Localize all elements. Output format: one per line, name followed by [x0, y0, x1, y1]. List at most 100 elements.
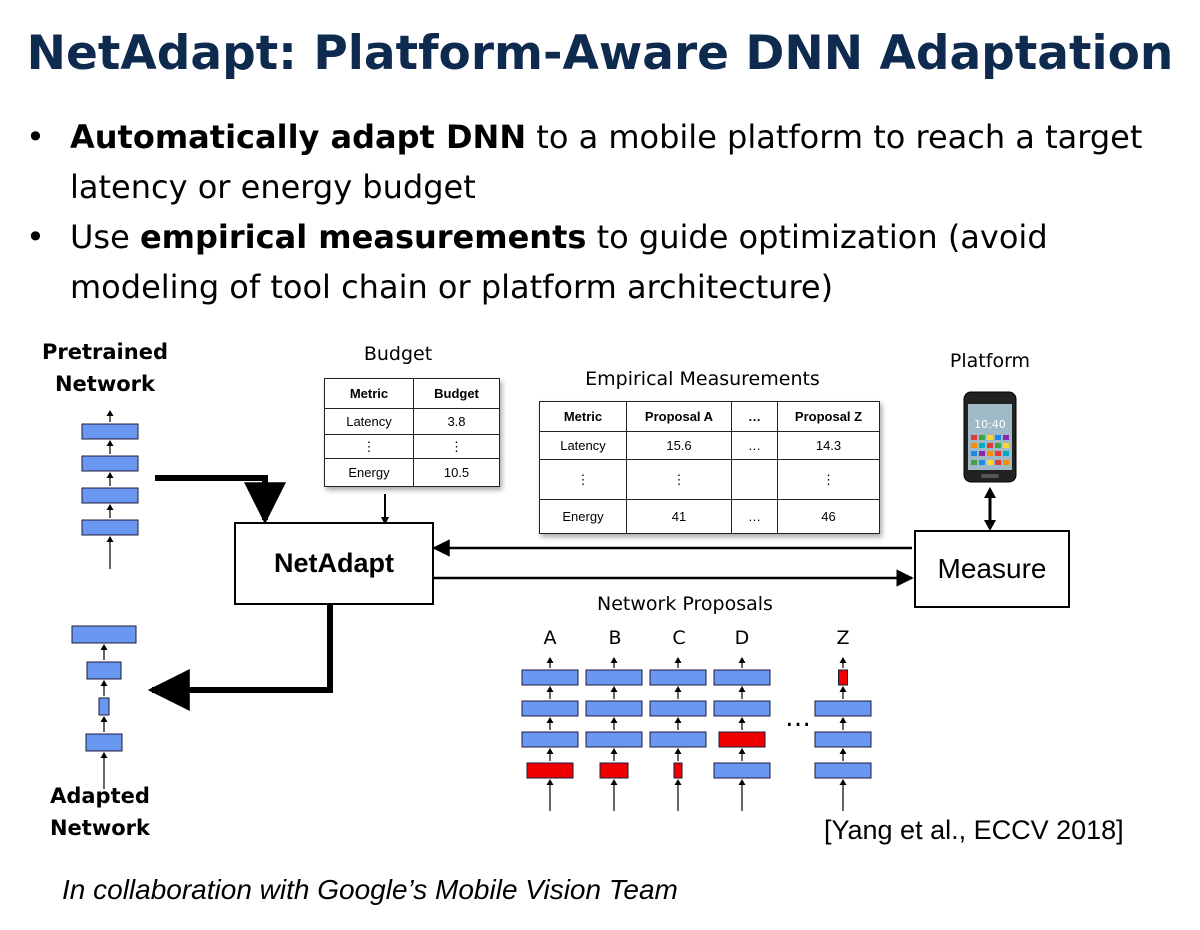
- layer-arrowhead: [839, 686, 847, 692]
- proposals-caption: Network Proposals: [597, 593, 773, 615]
- proposal-letter-d: D: [734, 627, 750, 649]
- budget-cell: Latency: [324, 408, 414, 435]
- bullet-1-text: Automatically adapt DNN to a mobile plat…: [70, 112, 1170, 212]
- footer-note: In collaboration with Google’s Mobile Vi…: [62, 874, 678, 905]
- layer-arrowhead: [674, 686, 682, 692]
- network-layer: [81, 455, 139, 472]
- platform-measure-arrowhead-up: [984, 487, 996, 498]
- measurements-header-row: Metric Proposal A … Proposal Z: [539, 401, 880, 432]
- measurements-header-cell: Proposal Z: [777, 401, 880, 432]
- layer-arrowhead: [839, 657, 847, 663]
- network-layer: [713, 700, 771, 717]
- network-layer: [649, 700, 707, 717]
- measurements-row: Energy 41 … 46: [539, 499, 880, 534]
- phone-icon: 10:40: [963, 391, 1017, 483]
- layer-arrowhead: [100, 752, 108, 758]
- network-layer: [585, 669, 643, 686]
- measurements-cell: Energy: [539, 499, 627, 534]
- layer-arrowhead: [610, 748, 618, 754]
- bullet-2-pre: Use: [70, 218, 140, 256]
- bullet-2: • Use empirical measurements to guide op…: [26, 212, 1176, 312]
- network-layer: [585, 731, 643, 748]
- layer-arrowhead: [546, 748, 554, 754]
- budget-header-row: Metric Budget: [324, 378, 500, 409]
- layer-arrowhead: [839, 717, 847, 723]
- measurements-cell: ⋮: [777, 459, 880, 500]
- bullet-marker: •: [26, 118, 45, 156]
- layer-arrowhead: [738, 657, 746, 663]
- measurements-cell: ⋮: [539, 459, 627, 500]
- budget-cell: Energy: [324, 458, 414, 487]
- proposal-letter-b: B: [608, 627, 622, 649]
- measurements-header-cell: …: [731, 401, 778, 432]
- budget-row: ⋮ ⋮: [324, 434, 500, 459]
- netadapt-box: NetAdapt: [234, 522, 434, 605]
- layer-arrowhead: [106, 504, 114, 510]
- layer-arrowhead: [610, 657, 618, 663]
- layer-arrowhead: [674, 717, 682, 723]
- network-layer: [85, 733, 123, 752]
- network-layer: [521, 700, 579, 717]
- pretrained-to-netadapt-arrow: [155, 475, 286, 525]
- network-layer: [521, 669, 579, 686]
- measurements-cell: …: [731, 499, 778, 534]
- layer-arrowhead: [610, 686, 618, 692]
- bullet-marker: •: [26, 218, 45, 256]
- layer-arrowhead: [610, 717, 618, 723]
- layer-arrowhead: [546, 779, 554, 785]
- network-layer: [814, 762, 872, 779]
- layer-arrowhead: [546, 717, 554, 723]
- citation: [Yang et al., ECCV 2018]: [824, 815, 1124, 845]
- bullet-1-rest: to a mobile platform to reach a target l…: [70, 118, 1143, 206]
- layer-arrowhead: [546, 686, 554, 692]
- measurements-cell: 46: [777, 499, 880, 534]
- network-layer: [81, 423, 139, 440]
- measure-label: Measure: [937, 553, 1047, 584]
- budget-row: Energy 10.5: [324, 458, 500, 487]
- proposal-letter-z: Z: [836, 627, 850, 649]
- network-layer: [814, 731, 872, 748]
- network-layer: [649, 731, 707, 748]
- layer-arrowhead: [100, 680, 108, 686]
- measurements-header-cell: Proposal A: [626, 401, 732, 432]
- measurements-cell: …: [731, 431, 778, 460]
- proposal-letter-c: C: [672, 627, 686, 649]
- pruned-layer: [838, 669, 848, 686]
- measurements-row: Latency 15.6 … 14.3: [539, 431, 880, 460]
- bullet-2-rest: to guide optimization (avoid modeling of…: [70, 218, 1048, 306]
- budget-cell: ⋮: [324, 434, 414, 459]
- layer-arrowhead: [106, 472, 114, 478]
- measurements-header-cell: Metric: [539, 401, 627, 432]
- platform-label: Platform: [949, 350, 1031, 372]
- layer-arrowhead: [738, 779, 746, 785]
- proposal-letter-a: A: [543, 627, 557, 649]
- layer-arrowhead: [106, 410, 114, 416]
- netadapt-label: NetAdapt: [274, 548, 394, 578]
- network-layer: [713, 669, 771, 686]
- layer-arrowhead: [546, 657, 554, 663]
- layer-arrowhead: [106, 440, 114, 446]
- layer-arrowhead: [839, 748, 847, 754]
- network-layer: [649, 669, 707, 686]
- layer-arrowhead: [674, 779, 682, 785]
- budget-cell: ⋮: [413, 434, 500, 459]
- budget-table: Metric Budget Latency 3.8 ⋮ ⋮ Energy 10.…: [324, 378, 500, 487]
- measurements-cell: 14.3: [777, 431, 880, 460]
- measurements-table: Metric Proposal A … Proposal Z Latency 1…: [539, 401, 880, 534]
- pruned-layer: [718, 731, 766, 748]
- measurements-row: ⋮ ⋮ ⋮: [539, 459, 880, 500]
- pruned-layer: [526, 762, 574, 779]
- measurements-cell: Latency: [539, 431, 627, 460]
- layer-arrowhead: [674, 657, 682, 663]
- netadapt-to-adapted-arrow: [147, 604, 333, 711]
- budget-caption: Budget: [363, 343, 433, 365]
- network-layer: [585, 700, 643, 717]
- network-layer: [81, 487, 139, 504]
- budget-cell: 3.8: [413, 408, 500, 435]
- bullet-2-bold: empirical measurements: [139, 218, 587, 256]
- measurements-caption: Empirical Measurements: [585, 368, 820, 390]
- measurements-cell: 15.6: [626, 431, 732, 460]
- bullet-1-bold: Automatically adapt DNN: [70, 118, 527, 156]
- slide-title: NetAdapt: Platform-Aware DNN Adaptation: [26, 26, 1174, 81]
- phone-clock: 10:40: [974, 418, 1006, 431]
